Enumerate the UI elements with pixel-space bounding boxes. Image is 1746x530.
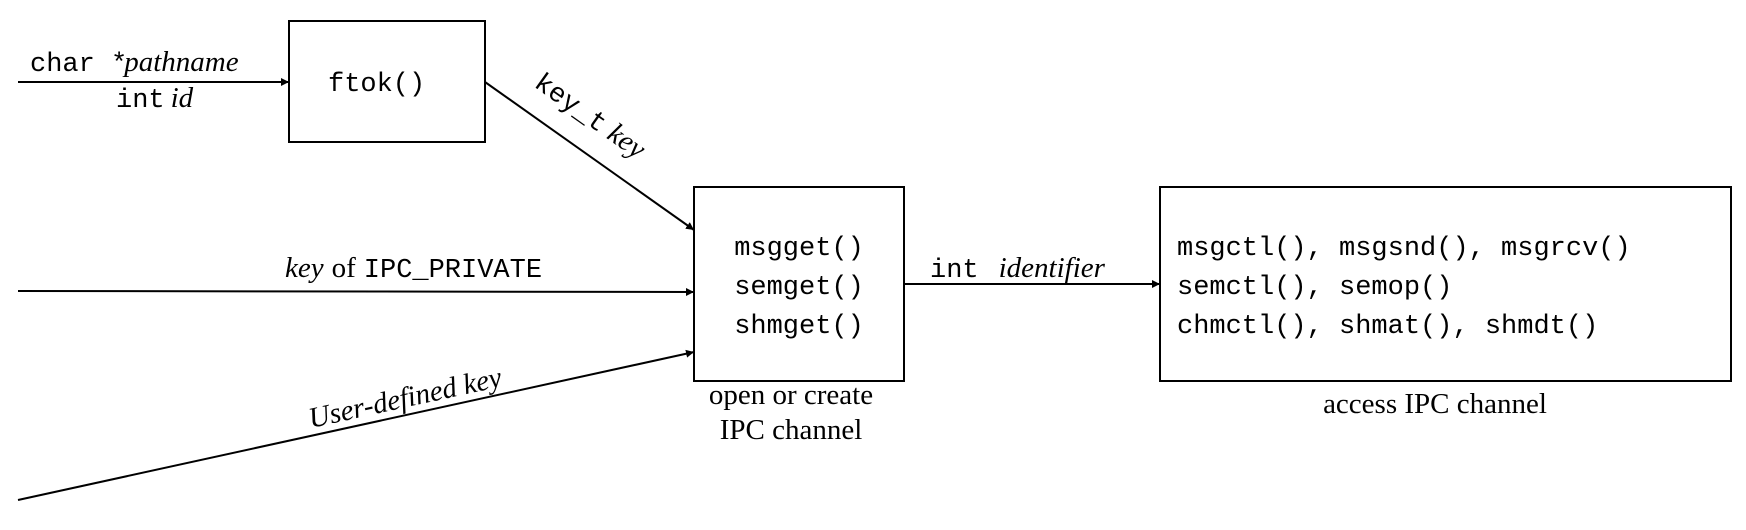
get-box-caption-line2: IPC channel [720,414,863,446]
key-t-label: key_tkey [528,66,652,168]
ipc-private-arrow [17,287,695,296]
pathname-label: char *pathname [30,46,239,80]
ftok-box [288,20,486,143]
get-function-msgget: msgget() [734,234,864,264]
get-function-semget: semget() [734,273,864,303]
access-box-caption: access IPC channel [1323,388,1547,420]
get-functions-box [693,186,905,382]
get-function-shmget: shmget() [734,312,864,342]
ftok-label: ftok() [328,70,425,100]
user-defined-key-label: User-defined key [306,361,505,434]
access-functions-box [1159,186,1732,382]
key-t-arrow [484,81,695,231]
access-functions-shm: chmctl(), shmat(), shmdt() [1177,312,1598,342]
user-key-arrow [17,349,695,501]
access-functions-msg: msgctl(), msgsnd(), msgrcv() [1177,234,1631,264]
get-box-caption-line1: open or create [709,379,873,411]
access-functions-sem: semctl(), semop() [1177,273,1452,303]
